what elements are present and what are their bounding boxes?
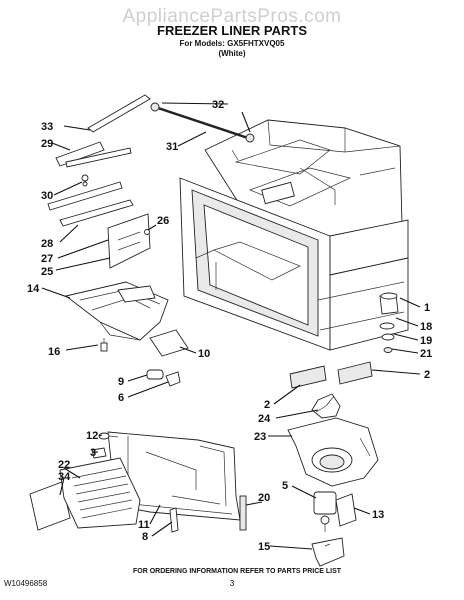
shelf-bracket [107,213,151,269]
shelf-rails [47,94,151,227]
vent-grille [29,457,141,531]
callout-33: 33 [41,121,53,133]
foam-strip-right [337,361,373,385]
callout-15: 15 [258,541,270,553]
callout-9: 9 [118,376,124,388]
callout-3: 3 [90,447,96,459]
freezer-liner [179,119,409,351]
callout-13: 13 [372,509,384,521]
callout-14: 14 [27,283,40,295]
callout-31: 31 [166,141,178,153]
callout-10: 10 [198,348,210,360]
air-duct-cover [64,281,169,341]
doc-number: W10496858 [4,579,48,588]
callout-20: 20 [258,492,270,504]
callout-2-left: 2 [264,399,270,411]
callout-1: 1 [424,302,430,314]
callout-27: 27 [41,253,53,265]
callout-26: 26 [157,215,169,227]
thermistor [146,369,181,387]
watermark: AppliancePartsPros.com [122,6,341,27]
clip-8 [169,507,179,533]
callout-21: 21 [420,348,432,360]
callout-16: 16 [48,346,60,358]
callout-12: 12 [86,430,98,442]
callout-18: 18 [420,321,432,333]
leader-lines [41,102,421,550]
callout-11: 11 [138,519,150,531]
callout-32: 32 [212,99,224,111]
callout-2-right: 2 [424,369,430,381]
page-number: 3 [230,579,235,588]
fan-motor [311,491,357,567]
callout-23: 23 [254,431,266,443]
callout-labels: 32 33 31 29 30 26 28 27 25 14 1 18 19 21… [27,99,432,553]
callout-28: 28 [41,238,53,250]
callout-34: 34 [58,471,71,483]
callout-8: 8 [142,531,148,543]
screw-16 [100,338,108,352]
shelf-rod [150,102,255,161]
clip-3 [91,447,107,459]
tape-strip [239,495,247,531]
fan-assembly [287,393,379,487]
model-line: For Models: GX5FHTXVQ05 [180,39,285,48]
callout-25: 25 [41,266,53,278]
foam-pad [149,329,189,357]
callout-6: 6 [118,392,124,404]
damper-parts [379,292,399,353]
callout-19: 19 [420,335,432,347]
callout-5: 5 [282,480,288,492]
callout-24: 24 [258,413,271,425]
ordering-info: FOR ORDERING INFORMATION REFER TO PARTS … [133,568,342,575]
model-color: (White) [218,49,245,58]
foam-strip-left [289,365,327,389]
callout-29: 29 [41,138,53,150]
page-title: FREEZER LINER PARTS [157,23,307,38]
callout-22: 22 [58,459,70,471]
callout-30: 30 [41,190,53,202]
